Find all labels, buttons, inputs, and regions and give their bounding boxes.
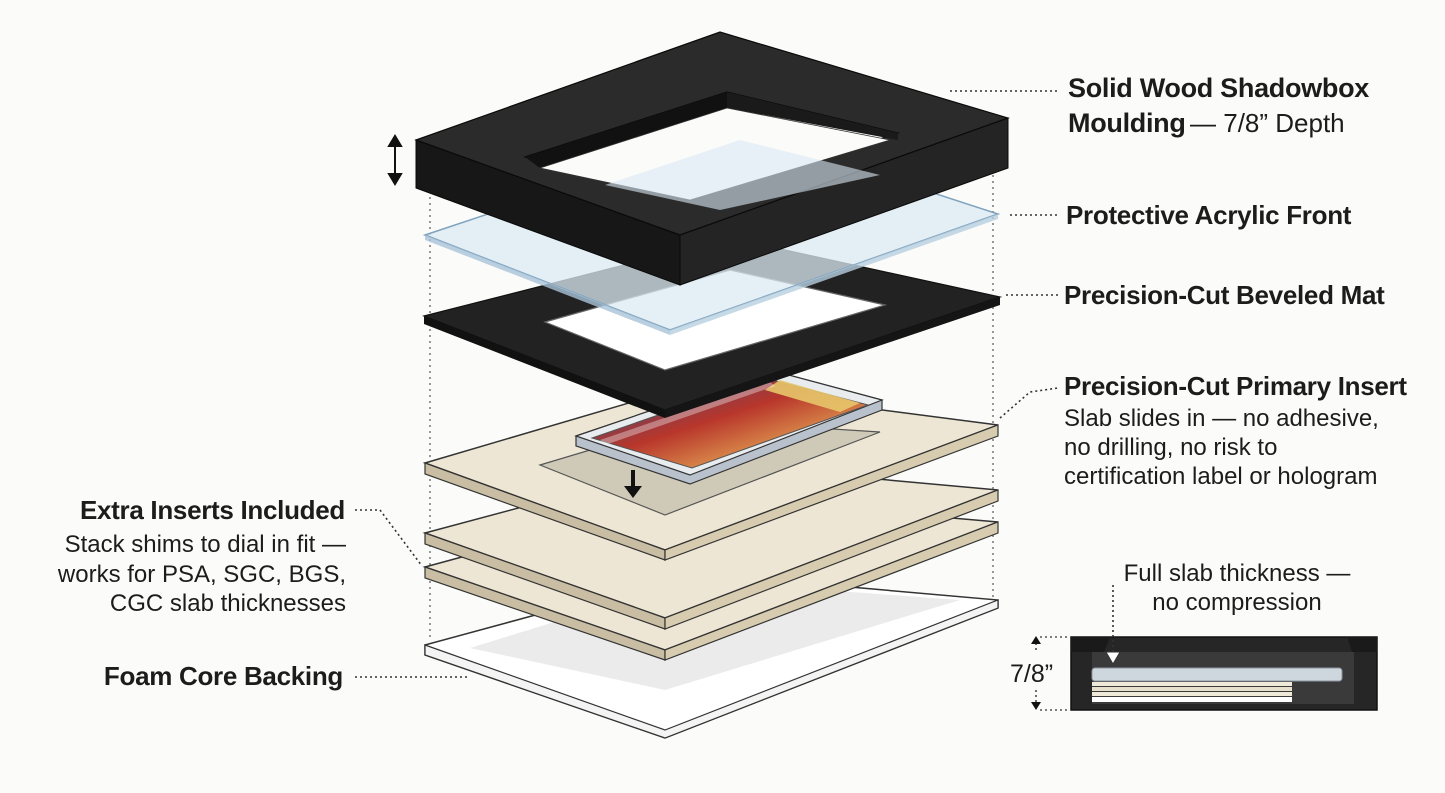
cross-section-depth: 7/8” bbox=[1010, 660, 1054, 688]
extra-inserts-desc-1: Stack shims to dial in fit — bbox=[64, 531, 346, 558]
primary-insert-desc-3: certification label or hologram bbox=[1064, 463, 1378, 490]
cross-section-caption-2: no compression bbox=[1152, 589, 1322, 616]
cross-section-inset bbox=[1031, 585, 1378, 711]
moulding-title: Solid Wood Shadowbox bbox=[1068, 73, 1369, 103]
mat-label: Precision-Cut Beveled Mat bbox=[1064, 280, 1385, 310]
acrylic-label: Protective Acrylic Front bbox=[1066, 200, 1352, 230]
cross-section-caption-1: Full slab thickness — bbox=[1123, 560, 1351, 587]
moulding-line-2: Moulding — 7/8” Depth bbox=[1068, 108, 1345, 140]
extra-inserts-desc-3: CGC slab thicknesses bbox=[109, 590, 346, 617]
extra-inserts-title: Extra Inserts Included bbox=[79, 495, 345, 525]
primary-insert-desc-2: no drilling, no risk to bbox=[1064, 434, 1278, 461]
shadowbox-frame bbox=[414, 31, 1010, 286]
insert-direction-arrow bbox=[624, 470, 642, 498]
primary-insert-title: Precision-Cut Primary Insert bbox=[1064, 371, 1407, 401]
primary-insert-desc-1: Slab slides in — no adhesive, bbox=[1064, 405, 1379, 432]
moulding-title-2: Moulding bbox=[1068, 108, 1186, 138]
frame-depth-arrow bbox=[387, 134, 403, 186]
graded-card-slab bbox=[574, 369, 884, 485]
foam-core-label: Foam Core Backing bbox=[103, 661, 343, 691]
moulding-depth: — 7/8” Depth bbox=[1190, 108, 1345, 138]
leader-lines bbox=[355, 90, 1059, 678]
extra-inserts-desc-2: works for PSA, SGC, BGS, bbox=[57, 561, 346, 588]
